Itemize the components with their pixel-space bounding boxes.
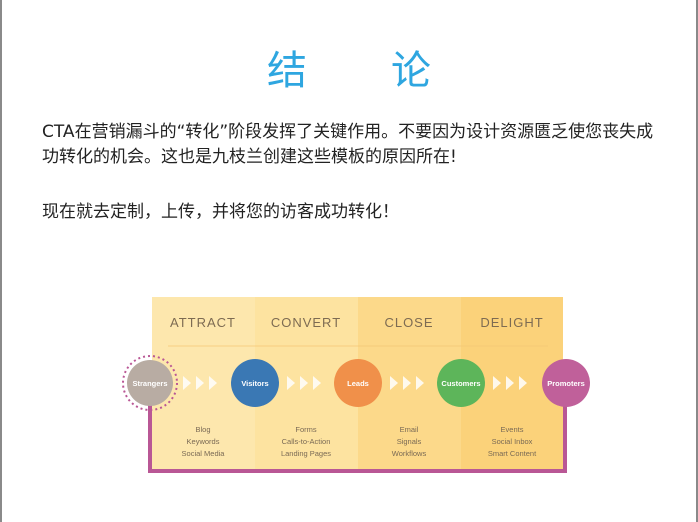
node-promoters bbox=[542, 359, 590, 407]
arrows-customers-to-promoters bbox=[493, 376, 527, 390]
stage-label-attract: ATTRACT bbox=[170, 315, 236, 330]
arrows-strangers-to-visitors bbox=[183, 376, 217, 390]
paragraph-call-to-action: 现在就去定制，上传，并将您的访客成功转化！ bbox=[42, 202, 399, 222]
frame-right-border bbox=[696, 0, 698, 522]
node-visitors bbox=[231, 359, 279, 407]
stage-label-convert: CONVERT bbox=[271, 315, 341, 330]
close-item-workflows: Workflows bbox=[392, 449, 427, 458]
arrows-visitors-to-leads bbox=[287, 376, 321, 390]
attract-item-keywords: Keywords bbox=[187, 437, 220, 446]
paragraph-cta-explanation: CTA在营销漏斗的“转化”阶段发挥了关键作用。不要因为设计资源匮乏使您丧失成功转… bbox=[42, 122, 654, 167]
node-label-strangers: Strangers bbox=[132, 379, 167, 388]
convert-item-calls-to-action: Calls-to-Action bbox=[282, 437, 331, 446]
arrows-leads-to-customers bbox=[390, 376, 424, 390]
delight-item-events: Events bbox=[501, 425, 524, 434]
node-leads bbox=[334, 359, 382, 407]
delight-item-smart-content: Smart Content bbox=[488, 449, 537, 458]
node-label-visitors: Visitors bbox=[241, 379, 268, 388]
convert-item-forms: Forms bbox=[295, 425, 316, 434]
node-strangers bbox=[127, 360, 173, 406]
funnel-bracket bbox=[148, 400, 567, 473]
delight-item-social-inbox: Social Inbox bbox=[492, 437, 533, 446]
stage-label-close: CLOSE bbox=[384, 315, 433, 330]
slide-title: 结 论 bbox=[267, 48, 453, 94]
frame-left-border bbox=[0, 0, 2, 522]
convert-item-landing-pages: Landing Pages bbox=[281, 449, 331, 458]
stage-label-delight: DELIGHT bbox=[480, 315, 543, 330]
node-strangers-dotted-ring bbox=[122, 355, 178, 411]
attract-item-blog: Blog bbox=[195, 425, 210, 434]
node-label-leads: Leads bbox=[347, 379, 369, 388]
node-label-customers: Customers bbox=[441, 379, 480, 388]
node-customers bbox=[437, 359, 485, 407]
attract-item-social-media: Social Media bbox=[182, 449, 226, 458]
node-label-promoters: Promoters bbox=[547, 379, 585, 388]
close-item-signals: Signals bbox=[397, 437, 422, 446]
close-item-email: Email bbox=[400, 425, 419, 434]
